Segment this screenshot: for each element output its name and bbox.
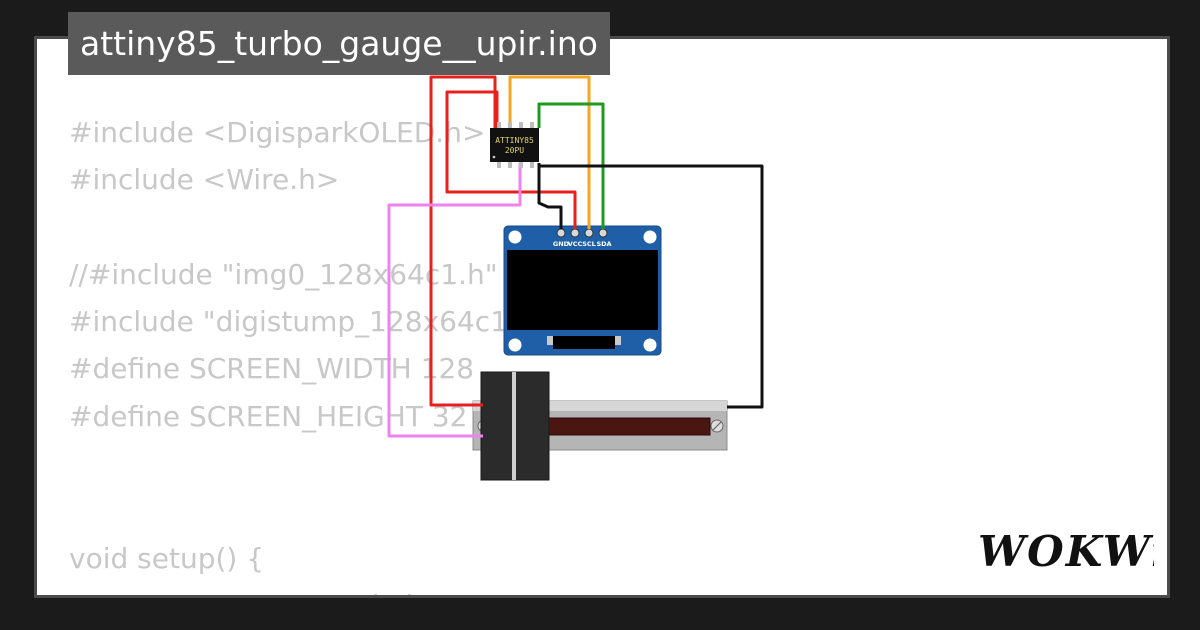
wire-red-outer: [429, 75, 499, 407]
slide-potentiometer[interactable]: [472, 371, 728, 481]
attiny85-chip[interactable]: ATTINY85 20PU: [490, 122, 539, 168]
wire-black-gnd-pot: [537, 163, 764, 409]
code-line: void setup() {: [69, 541, 265, 575]
oled-pin-gnd-label: GND: [553, 240, 570, 248]
oled-pin-sda-label: SDA: [596, 240, 611, 248]
wire-orange-scl: [508, 75, 591, 229]
code-line: #include <Wire.h>: [69, 163, 340, 197]
oled-pin-vcc-label: VCC: [568, 240, 583, 248]
wokwi-logo: WOKWi: [978, 527, 1154, 576]
code-line: #define SCREEN_WIDTH 128: [69, 352, 475, 386]
code-line: //#include "img0_128x64c1.h": [69, 257, 498, 291]
potentiometer-track: [545, 417, 711, 436]
wire-violet-signal: [387, 163, 522, 438]
chip-label-line1: ATTINY85: [495, 136, 534, 145]
page-title: attiny85_turbo_gauge__upir.ino: [68, 12, 610, 75]
potentiometer-knob[interactable]: [480, 371, 550, 481]
chip-label-line2: 20PU: [505, 146, 524, 155]
oled-screen: [507, 250, 658, 330]
code-line: #include <DigisparkOLED.h>: [69, 116, 486, 149]
code-line: #include "digistump_128x64c1.h": [69, 305, 548, 339]
wokwi-logo-text: WOKWi: [978, 527, 1154, 576]
code-line: #define SCREEN_HEIGHT 32: [69, 399, 468, 433]
wire-black-gnd-oled: [537, 163, 563, 229]
code-line: // put your setup code here: [69, 582, 548, 595]
oled-pin-scl-label: SCL: [582, 240, 596, 248]
oled-display[interactable]: GND VCC SCL SDA: [503, 225, 662, 356]
code-listing: #include <DigisparkOLED.h> #include <Wir…: [69, 109, 548, 595]
